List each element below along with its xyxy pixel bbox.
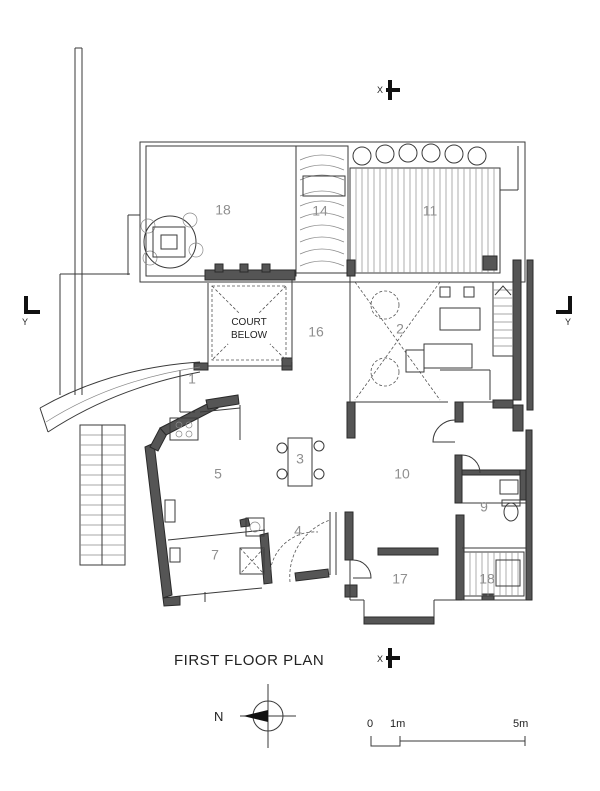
north-label: N <box>214 709 223 724</box>
court-label-line1: COURT <box>231 317 266 328</box>
kitchen-fixtures <box>164 405 265 563</box>
court-label-line2: BELOW <box>231 330 268 341</box>
section-y-left-label: Y <box>22 317 28 327</box>
room-label-18-terrace: 18 <box>215 202 231 218</box>
plan-title: FIRST FLOOR PLAN <box>174 652 324 669</box>
staircase-left <box>79 424 126 566</box>
living-area <box>354 281 491 401</box>
room-label-18-balcony: 18 <box>479 571 495 587</box>
slatted-deck <box>349 143 501 274</box>
room-label-7: 7 <box>211 547 219 563</box>
partitions <box>167 276 526 617</box>
room-label-17: 17 <box>392 571 408 587</box>
room-labels: 18 14 11 16 2 1 5 3 10 9 4 7 17 18 <box>188 202 495 587</box>
planter-feature <box>140 212 204 269</box>
section-x-top-label: X <box>377 85 383 95</box>
section-mark-x-bottom: X <box>377 648 400 668</box>
bathroom-fixtures <box>499 479 521 522</box>
room-label-5: 5 <box>214 466 222 482</box>
court-below: COURT BELOW <box>211 285 287 361</box>
section-y-right-label: Y <box>565 317 571 327</box>
shrub-row <box>352 143 487 166</box>
room-label-16: 16 <box>308 324 324 340</box>
balcony-18 <box>463 551 525 597</box>
scale-one-meter: 1m <box>390 718 405 730</box>
section-mark-y-right: Y <box>556 296 572 327</box>
room-label-1: 1 <box>188 371 196 387</box>
scale-five-meter: 5m <box>513 718 528 730</box>
room-label-3: 3 <box>296 451 304 467</box>
section-mark-x-top: X <box>377 80 400 100</box>
staircase-right <box>492 281 514 357</box>
curved-entry-bridge <box>39 361 201 433</box>
scale-zero: 0 <box>367 718 373 730</box>
section-mark-y-left: Y <box>22 296 40 327</box>
utility-box <box>239 547 265 575</box>
dining-table <box>276 437 325 487</box>
room-label-14: 14 <box>312 203 328 219</box>
room-label-2: 2 <box>396 321 404 337</box>
scale-bar: 0 1m 5m <box>367 718 528 747</box>
room-label-9: 9 <box>480 499 488 515</box>
walls <box>144 255 534 625</box>
site-boundary-lines <box>59 47 130 395</box>
deck-texture <box>295 145 349 274</box>
door-swings <box>352 419 481 579</box>
room-label-4: 4 <box>294 523 302 539</box>
room-label-11: 11 <box>423 203 438 219</box>
section-x-bottom-label: X <box>377 654 383 664</box>
room-4-openings <box>269 519 331 583</box>
room-label-10: 10 <box>394 466 410 482</box>
north-arrow: N <box>214 684 296 748</box>
